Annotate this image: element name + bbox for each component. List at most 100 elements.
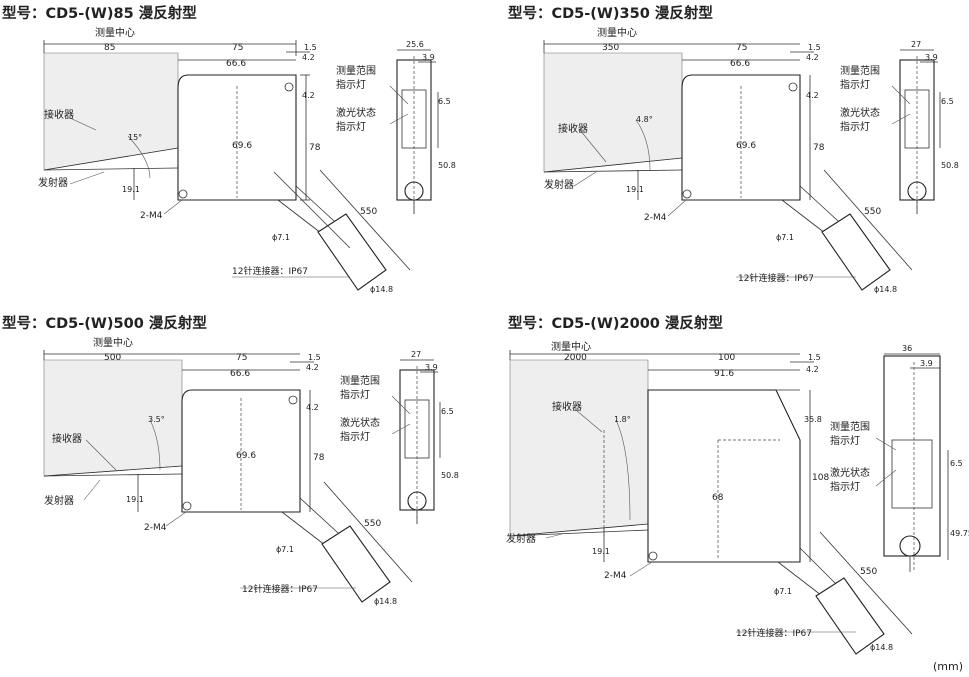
dim-4-2: 4.2 (806, 365, 819, 374)
phi-7-1: ϕ7.1 (774, 587, 792, 596)
dim-19-1: 19.1 (626, 185, 644, 194)
dim-inner-width: 66.6 (230, 369, 250, 379)
phi-7-1: ϕ7.1 (776, 233, 794, 242)
side-50-8: 50.8 (441, 471, 459, 480)
center-label: 测量中心 (95, 26, 135, 39)
range-light-line2: 指示灯 (340, 388, 370, 401)
angle-label: 1.8° (614, 415, 631, 424)
range-light-line2: 指示灯 (336, 78, 366, 91)
side-6-5: 6.5 (441, 407, 454, 416)
dim-distance: 500 (104, 353, 121, 363)
laser-light-line1: 激光状态 (340, 416, 380, 429)
mount-label: 2-M4 (604, 571, 627, 581)
laser-light-line2: 指示灯 (830, 480, 860, 493)
side-3-9: 3.9 (425, 363, 438, 372)
cable-length: 550 (860, 567, 877, 577)
panel-2-title: 型号：CD5-(W)350 漫反射型 (508, 6, 713, 22)
side-3-9: 3.9 (925, 53, 938, 62)
range-light-line2: 指示灯 (830, 434, 860, 447)
receiver-label: 接收器 (552, 400, 582, 413)
side-width: 27 (411, 350, 421, 359)
dim-h-4-2: 4.2 (806, 91, 819, 100)
panel-1-title: 型号：CD5-(W)85 漫反射型 (2, 6, 197, 22)
phi-7-1: ϕ7.1 (276, 545, 294, 554)
panel-2-drawing: 测量中心 350 75 66.6 1.5 4.2 4.2 69.6 78 19.… (543, 26, 959, 294)
laser-light-line1: 激光状态 (336, 106, 376, 119)
panel-4-drawing: 测量中心 2000 100 91.6 1.5 4.2 35.8 68 108 1… (506, 340, 969, 655)
dim-19-1: 19.1 (126, 495, 144, 504)
dim-4-2: 4.2 (806, 53, 819, 62)
laser-light-line2: 指示灯 (840, 120, 870, 133)
panel-1-drawing: 测量中心 85 75 66.6 1.5 4.2 4.2 69.6 78 19.1… (38, 26, 456, 294)
panel-3-drawing: 测量中心 500 75 66.6 1.5 4.2 4.2 69.6 78 19.… (43, 336, 459, 606)
emitter-label: 发射器 (544, 178, 574, 191)
range-light-line1: 测量范围 (340, 374, 380, 387)
connector-label: 12针连接器：IP67 (738, 272, 814, 284)
phi-14-8: ϕ14.8 (370, 285, 393, 294)
dim-h-35-8: 35.8 (804, 415, 822, 424)
laser-light-line1: 激光状态 (830, 466, 870, 479)
dim-69-6: 69.6 (236, 451, 256, 461)
connector-label: 12针连接器：IP67 (736, 627, 812, 639)
dim-4-2: 4.2 (302, 53, 315, 62)
phi-7-1: ϕ7.1 (272, 233, 290, 242)
side-width: 27 (911, 40, 921, 49)
cable-length: 550 (864, 207, 881, 217)
cable-length: 550 (364, 519, 381, 529)
panel-3-title: 型号：CD5-(W)500 漫反射型 (2, 316, 207, 332)
dim-inner-width: 66.6 (226, 59, 246, 69)
phi-14-8: ϕ14.8 (870, 643, 893, 652)
connector-label: 12针连接器：IP67 (232, 265, 308, 277)
emitter-label: 发射器 (506, 532, 536, 545)
side-view-body (883, 355, 941, 557)
dim-78: 78 (313, 453, 325, 463)
center-label: 测量中心 (597, 26, 637, 39)
sensor-body (647, 389, 801, 563)
angle-label: 3.5° (148, 415, 165, 424)
cable-length: 550 (360, 207, 377, 217)
dim-width: 75 (232, 43, 243, 53)
dim-78: 78 (813, 143, 825, 153)
beam-area (509, 359, 649, 537)
dim-distance: 350 (602, 43, 619, 53)
dim-19-1: 19.1 (122, 185, 140, 194)
connector-label: 12针连接器：IP67 (242, 583, 318, 595)
range-light-line2: 指示灯 (840, 78, 870, 91)
mount-label: 2-M4 (644, 213, 667, 223)
receiver-label: 接收器 (558, 122, 588, 135)
laser-light-line2: 指示灯 (336, 120, 366, 133)
receiver-label: 接收器 (52, 432, 82, 445)
dim-19-1: 19.1 (592, 547, 610, 556)
side-6-5: 6.5 (950, 459, 963, 468)
emitter-label: 发射器 (44, 494, 74, 507)
range-light-line1: 测量范围 (336, 64, 376, 77)
dim-108: 108 (812, 473, 829, 483)
side-width: 25.6 (406, 40, 424, 49)
side-50-8: 50.8 (438, 161, 456, 170)
dim-69-6: 69.6 (736, 141, 756, 151)
side-3-9: 3.9 (920, 359, 933, 368)
dim-inner-width: 91.6 (714, 369, 734, 379)
emitter-label: 发射器 (38, 176, 68, 189)
dim-78: 78 (309, 143, 321, 153)
mount-label: 2-M4 (144, 523, 167, 533)
unit-label: (mm) (932, 660, 963, 673)
dim-1-5: 1.5 (808, 43, 821, 52)
phi-14-8: ϕ14.8 (874, 285, 897, 294)
dim-4-2: 4.2 (306, 363, 319, 372)
panel-4-title: 型号：CD5-(W)2000 漫反射型 (508, 316, 723, 332)
side-49-75: 49.75 (950, 529, 969, 538)
angle-label: 15° (128, 133, 142, 142)
dim-distance: 2000 (564, 353, 587, 363)
dim-1-5: 1.5 (308, 353, 321, 362)
laser-light-line2: 指示灯 (340, 430, 370, 443)
side-6-5: 6.5 (941, 97, 954, 106)
dim-h-4-2: 4.2 (306, 403, 319, 412)
side-3-9: 3.9 (422, 53, 435, 62)
dim-h-4-2: 4.2 (302, 91, 315, 100)
range-light-line1: 测量范围 (840, 64, 880, 77)
dim-69-6: 69.6 (232, 141, 252, 151)
angle-label: 4.8° (636, 115, 653, 124)
side-50-8: 50.8 (941, 161, 959, 170)
center-label: 测量中心 (551, 340, 591, 353)
